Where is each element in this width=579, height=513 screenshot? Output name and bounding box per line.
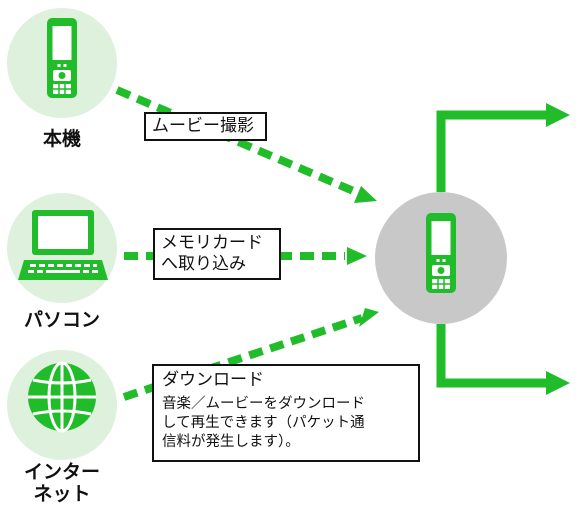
movie-shoot-box: ムービー撮影 xyxy=(144,112,267,141)
download-box: ダウンロード 音楽／ムービーをダウンロード して再生できます（パケット通 信料が… xyxy=(152,364,420,462)
output-arrow-bottom xyxy=(436,324,548,388)
download-desc-line3: 信料が発生します）。 xyxy=(162,434,300,450)
arrowhead-internet xyxy=(359,308,379,327)
movie-shoot-label: ムービー撮影 xyxy=(152,116,254,136)
memory-card-line2: へ取り込み xyxy=(161,254,246,274)
internet-label-line2: ネット xyxy=(33,483,91,505)
memory-card-line1: メモリカード xyxy=(161,233,263,253)
download-description: 音楽／ムービーをダウンロード して再生できます（パケット通 信料が発生します）。 xyxy=(162,395,410,452)
output-arrow-top xyxy=(436,110,548,192)
memory-card-box: メモリカード へ取り込み xyxy=(153,228,281,280)
mobile-phone-icon xyxy=(46,17,78,99)
pc-source-label: パソコン xyxy=(23,309,100,331)
output-arrowhead-top xyxy=(546,103,570,127)
globe-icon xyxy=(28,361,96,433)
phone-source-label: 本機 xyxy=(42,128,81,150)
laptop-icon xyxy=(18,210,108,280)
arrowhead-pc xyxy=(347,247,367,265)
arrowhead-phone xyxy=(354,186,377,203)
download-desc-line1: 音楽／ムービーをダウンロード xyxy=(162,396,365,412)
internet-source-label: インター ネット xyxy=(14,461,110,505)
output-arrowhead-bottom xyxy=(546,371,570,395)
arrow-internet-to-target xyxy=(122,314,364,401)
download-title: ダウンロード xyxy=(162,370,264,390)
mobile-phone-icon xyxy=(425,212,457,294)
arrow-phone-to-target xyxy=(115,86,360,197)
download-desc-line2: して再生できます（パケット通 xyxy=(162,415,365,431)
internet-label-line1: インター xyxy=(23,461,100,483)
